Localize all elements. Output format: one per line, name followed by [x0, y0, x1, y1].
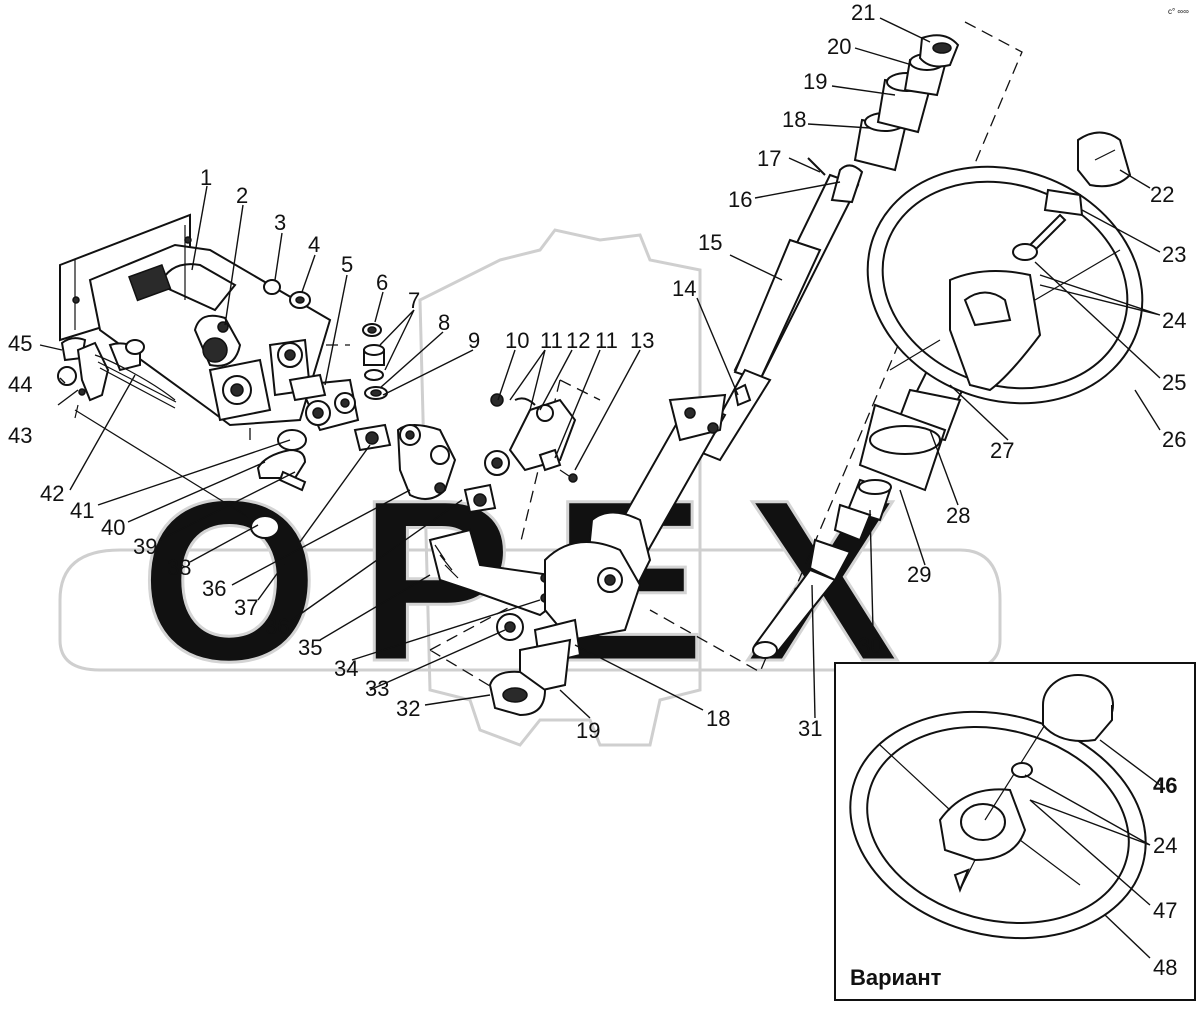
leader-lines	[39, 17, 1161, 959]
callout-6: 6	[376, 270, 388, 295]
callout-28: 28	[946, 503, 970, 528]
lower-column	[752, 363, 972, 659]
callout-38: 38	[167, 555, 191, 580]
callout-26: 26	[1162, 427, 1186, 452]
callout-4: 4	[308, 232, 320, 257]
callout-42: 42	[40, 481, 64, 506]
corner-mark: c° ∞∞	[1168, 7, 1189, 16]
callout-7: 7	[408, 288, 420, 313]
callout-36b: 36	[202, 576, 226, 601]
callout-21: 21	[851, 0, 875, 25]
callout-16: 16	[728, 187, 752, 212]
variant-inset: Вариант	[834, 662, 1196, 1001]
callout-10: 10	[505, 328, 529, 353]
callout-24b: 24	[1153, 833, 1177, 858]
steering-wheel	[866, 131, 1144, 405]
callout-27: 27	[990, 438, 1014, 463]
callout-5: 5	[341, 252, 353, 277]
callout-17: 17	[757, 146, 781, 171]
variant-label: Вариант	[850, 965, 942, 990]
callout-14: 14	[672, 276, 696, 301]
small-parts-top	[263, 279, 388, 400]
callout-47: 47	[1153, 898, 1177, 923]
callout-19a: 19	[803, 69, 827, 94]
callout-15: 15	[698, 230, 722, 255]
upper-bearings	[807, 34, 960, 204]
callout-12: 12	[566, 328, 590, 353]
callout-48: 48	[1153, 955, 1177, 980]
callout-3: 3	[274, 210, 286, 235]
callout-34: 34	[334, 656, 358, 681]
callout-41: 41	[70, 498, 94, 523]
cardan-joint	[484, 393, 578, 483]
callout-22: 22	[1150, 182, 1174, 207]
callout-2: 2	[236, 183, 248, 208]
callout-44: 44	[8, 372, 32, 397]
callout-25: 25	[1162, 370, 1186, 395]
callout-20: 20	[827, 34, 851, 59]
callout-37: 37	[234, 595, 258, 620]
callout-13: 13	[630, 328, 654, 353]
column-guide-frame	[429, 21, 1023, 696]
callout-35: 35	[298, 635, 322, 660]
grease-fittings	[353, 423, 497, 514]
callout-18a: 18	[782, 107, 806, 132]
callouts: 1 2 3 4 5 6 7 8 9 10 11 12 11 13 14 15 1…	[8, 0, 1186, 980]
callout-31: 31	[798, 716, 822, 741]
callout-32: 32	[396, 696, 420, 721]
callout-39: 39	[133, 534, 157, 559]
callout-46: 46	[1153, 773, 1177, 798]
tilt-lever-assembly	[57, 337, 307, 539]
callout-24a: 24	[1162, 308, 1186, 333]
callout-36a: 36	[265, 614, 289, 639]
callout-33: 33	[365, 676, 389, 701]
callout-18b: 18	[706, 706, 730, 731]
callout-43: 43	[8, 423, 32, 448]
callout-40: 40	[101, 515, 125, 540]
callout-19b: 19	[576, 718, 600, 743]
steering-column	[488, 173, 860, 717]
watermark-gear	[418, 228, 702, 747]
callout-11b: 11	[595, 328, 618, 353]
yoke	[396, 424, 457, 500]
callout-8: 8	[438, 310, 450, 335]
callout-23: 23	[1162, 242, 1186, 267]
callout-29: 29	[907, 562, 931, 587]
nut-hole	[504, 621, 516, 633]
callout-45: 45	[8, 331, 32, 356]
clamp	[288, 373, 360, 432]
callout-11a: 11	[540, 328, 563, 353]
callout-9: 9	[468, 328, 480, 353]
callout-1: 1	[200, 165, 212, 190]
watermark-band	[58, 548, 1002, 672]
callout-30: 30	[858, 633, 882, 658]
